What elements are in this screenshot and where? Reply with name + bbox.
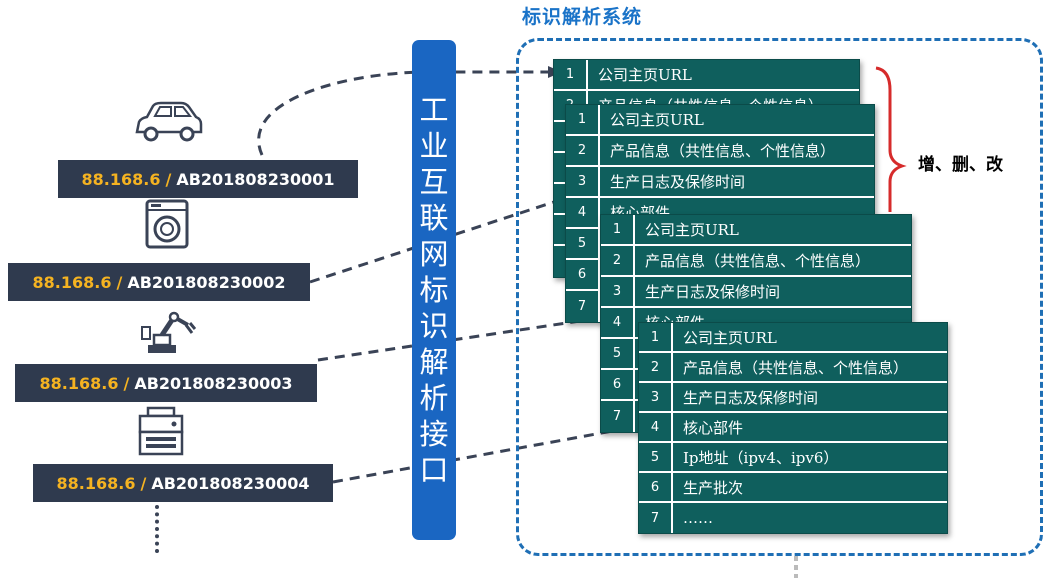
handle-suffix: AB201808230002 — [127, 272, 286, 292]
row-number: 5 — [566, 229, 600, 258]
row-number: 2 — [639, 353, 673, 381]
row-text: 公司主页URL — [645, 221, 739, 239]
handle-prefix: 88.168.6 — [56, 473, 136, 493]
row-text: …… — [683, 509, 713, 527]
car-icon — [135, 101, 203, 142]
system-title: 标识解析系统 — [522, 6, 643, 28]
row-number: 4 — [639, 413, 673, 441]
row-text: Ip地址（ipv4、ipv6） — [683, 448, 839, 467]
handle-suffix: AB201808230004 — [151, 473, 310, 493]
device-label-2: 88.168.6/AB201808230002 — [8, 263, 310, 301]
interface-char: 口 — [419, 453, 449, 487]
system-frame — [516, 38, 1043, 556]
interface-char: 业 — [419, 129, 449, 163]
table-row: 2 产品信息（共性信息、个性信息） — [601, 246, 911, 277]
row-text: 生产日志及保修时间 — [683, 388, 819, 407]
row-text: 核心部件 — [683, 418, 744, 437]
table-row: 1 公司主页URL — [566, 105, 874, 136]
table-row: 1 公司主页URL — [554, 60, 859, 91]
row-number: 7 — [639, 503, 673, 533]
row-text: 生产批次 — [683, 478, 744, 497]
edit-operations-label: 增、删、改 — [918, 155, 1003, 175]
handle-separator: / — [165, 169, 172, 189]
handle-separator: / — [116, 272, 123, 292]
row-number: 6 — [601, 370, 635, 399]
row-text: 生产日志及保修时间 — [645, 283, 781, 301]
device-label-4: 88.168.6/AB201808230004 — [33, 464, 333, 502]
table-row: 3 生产日志及保修时间 — [639, 383, 947, 413]
handle-prefix: 88.168.6 — [39, 373, 119, 393]
table-row: 1 公司主页URL — [639, 323, 947, 353]
table-row: 6 生产批次 — [639, 473, 947, 503]
table-row: 2 产品信息（共性信息、个性信息） — [639, 353, 947, 383]
row-text: 公司主页URL — [683, 328, 777, 347]
table-row: 5 Ip地址（ipv4、ipv6） — [639, 443, 947, 473]
row-number: 2 — [566, 136, 600, 165]
row-text: 产品信息（共性信息、个性信息） — [610, 142, 836, 160]
interface-bar: 工业互联网标识解析接口 — [412, 40, 456, 540]
row-text: 产品信息（共性信息、个性信息） — [645, 252, 871, 270]
printer-icon — [138, 406, 184, 456]
table-row: 3 生产日志及保修时间 — [601, 277, 911, 308]
row-number: 4 — [566, 198, 600, 227]
row-number: 7 — [601, 401, 635, 432]
interface-char: 识 — [419, 309, 449, 343]
edit-bracket — [875, 66, 907, 212]
table-row: 1 公司主页URL — [601, 215, 911, 246]
table-row: 2 产品信息（共性信息、个性信息） — [566, 136, 874, 167]
row-number: 2 — [601, 246, 635, 275]
interface-char: 接 — [419, 417, 449, 451]
interface-char: 工 — [419, 93, 449, 127]
row-number: 1 — [554, 60, 588, 89]
handle-separator: / — [140, 473, 147, 493]
connector-washer — [309, 198, 561, 284]
device-label-1: 88.168.6/AB201808230001 — [58, 160, 358, 198]
row-text: 公司主页URL — [610, 111, 704, 129]
robot-arm-icon — [141, 311, 196, 353]
table-row: 7 …… — [639, 503, 947, 533]
more-devices-dots — [155, 505, 163, 553]
connector-robot — [317, 316, 601, 362]
row-number: 4 — [601, 308, 635, 337]
interface-char: 互 — [419, 165, 449, 199]
device-label-3: 88.168.6/AB201808230003 — [15, 364, 317, 402]
handle-suffix: AB201808230001 — [176, 169, 335, 189]
row-text: 产品信息（共性信息、个性信息） — [683, 358, 909, 377]
row-number: 6 — [566, 260, 600, 289]
row-number: 3 — [566, 167, 600, 196]
interface-char: 析 — [419, 381, 449, 415]
row-number: 3 — [639, 383, 673, 411]
row-number: 7 — [566, 291, 600, 322]
row-text: 生产日志及保修时间 — [610, 173, 746, 191]
row-number: 5 — [601, 339, 635, 368]
row-number: 3 — [601, 277, 635, 306]
record-table-4: 1 公司主页URL 2 产品信息（共性信息、个性信息） 3 生产日志及保修时间 4 核心部件 5… — [638, 322, 948, 534]
table-row: 4 核心部件 — [639, 413, 947, 443]
table-row: 3 生产日志及保修时间 — [566, 167, 874, 198]
interface-char: 标 — [419, 273, 449, 307]
row-number: 1 — [601, 215, 635, 244]
handle-prefix: 88.168.6 — [81, 169, 161, 189]
connector-printer — [332, 424, 641, 484]
row-number: 5 — [639, 443, 673, 471]
interface-char: 联 — [419, 201, 449, 235]
interface-char: 网 — [419, 237, 449, 271]
row-number: 6 — [639, 473, 673, 501]
interface-char: 解 — [419, 345, 449, 379]
handle-suffix: AB201808230003 — [134, 373, 293, 393]
connector-car — [257, 70, 548, 156]
handle-prefix: 88.168.6 — [32, 272, 112, 292]
handle-separator: / — [123, 373, 130, 393]
row-number: 1 — [639, 323, 673, 351]
row-text: 公司主页URL — [598, 66, 692, 84]
row-number: 1 — [566, 105, 600, 134]
washing-machine-icon — [145, 199, 189, 249]
